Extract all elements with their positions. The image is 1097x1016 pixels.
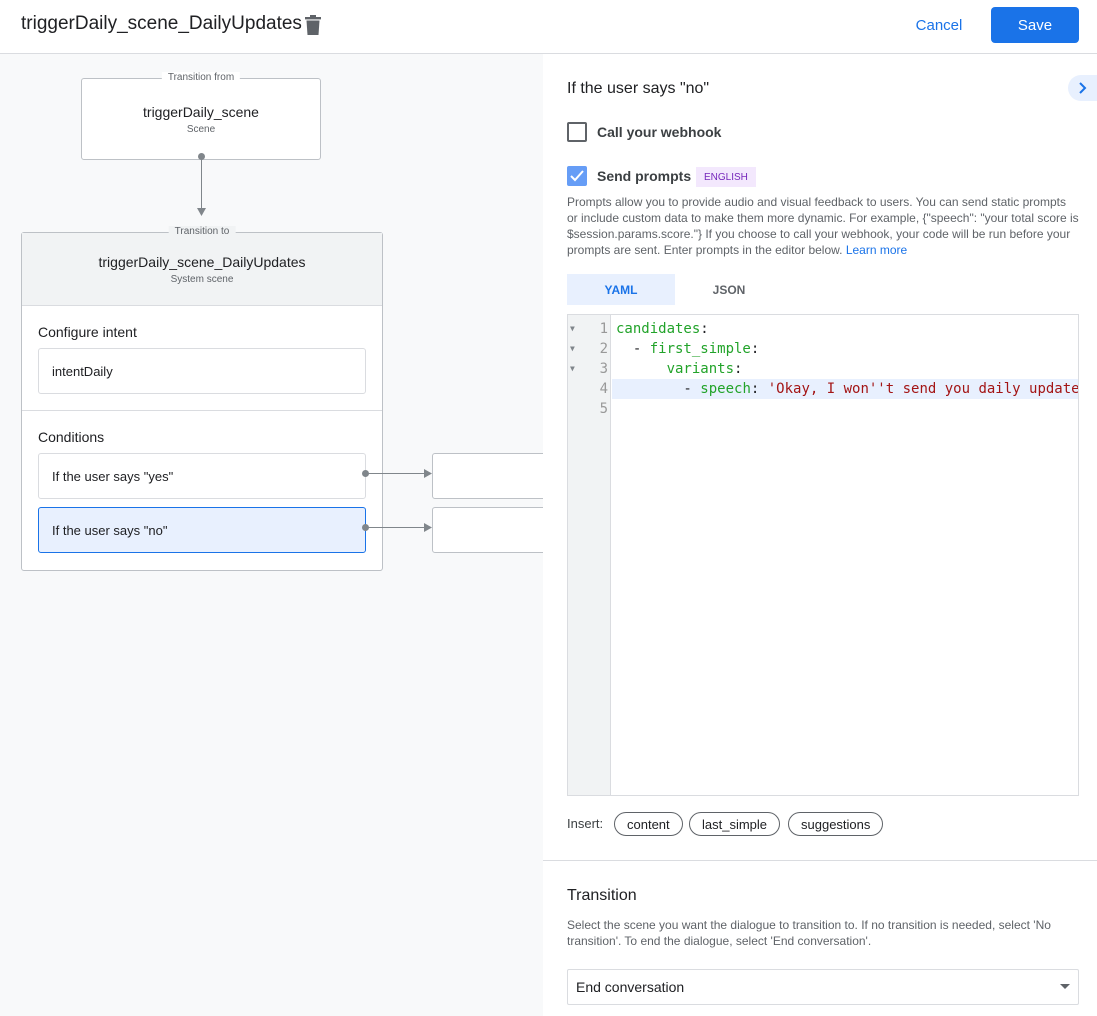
connector-dot bbox=[362, 524, 369, 531]
divider bbox=[22, 410, 382, 411]
chevron-right-icon bbox=[1079, 82, 1087, 94]
from-scene-type: Scene bbox=[186, 124, 216, 135]
punct: : bbox=[750, 341, 760, 357]
yaml-string: 'Okay, I won''t send you daily update bbox=[767, 381, 1079, 397]
connector-line bbox=[366, 473, 426, 474]
transition-description: Select the scene you want the dialogue t… bbox=[567, 918, 1051, 948]
fold-icon[interactable]: ▼ bbox=[570, 344, 575, 353]
collapse-panel-button[interactable] bbox=[1068, 75, 1097, 101]
connector-line bbox=[201, 158, 202, 210]
yaml-key: speech bbox=[700, 381, 751, 397]
punct: : bbox=[734, 361, 743, 377]
description-text: Prompts allow you to provide audio and v… bbox=[567, 195, 1079, 257]
dropdown-arrow-icon bbox=[1060, 984, 1070, 989]
line-number: 1 bbox=[599, 321, 608, 337]
scene-title: triggerDaily_scene_DailyUpdates bbox=[21, 13, 302, 34]
code-line: ▼ 3 variants: bbox=[568, 359, 1078, 379]
divider bbox=[543, 860, 1097, 861]
code-line: ▼ 2 - first_simple: bbox=[568, 339, 1078, 359]
language-badge: ENGLISH bbox=[696, 167, 756, 187]
insert-suggestions-chip[interactable]: suggestions bbox=[788, 812, 884, 836]
connector-dot bbox=[198, 153, 205, 160]
line-number: 3 bbox=[599, 361, 608, 377]
punct: : bbox=[700, 321, 709, 337]
node-header: Transition to triggerDaily_scene_DailyUp… bbox=[22, 226, 382, 306]
arrow-down-icon bbox=[197, 208, 206, 216]
save-button[interactable]: Save bbox=[991, 7, 1079, 43]
tab-yaml[interactable]: YAML bbox=[567, 274, 675, 305]
checkmark-icon bbox=[570, 170, 584, 182]
configure-intent-heading: Configure intent bbox=[38, 324, 137, 340]
arrow-right-icon bbox=[424, 523, 432, 532]
transition-from-label: Transition from bbox=[161, 72, 241, 83]
transition-select[interactable]: End conversation bbox=[567, 969, 1079, 1005]
line-number: 2 bbox=[599, 341, 608, 357]
line-number: 4 bbox=[599, 381, 608, 397]
arrow-right-icon bbox=[424, 469, 432, 478]
insert-content-chip[interactable]: content bbox=[614, 812, 683, 836]
indent: - bbox=[616, 381, 701, 397]
connector-line bbox=[366, 527, 426, 528]
code-line: 5 bbox=[568, 399, 1078, 419]
webhook-label: Call your webhook bbox=[597, 124, 722, 140]
conditions-heading: Conditions bbox=[38, 429, 105, 445]
prompts-description: Prompts allow you to provide audio and v… bbox=[567, 194, 1079, 258]
insert-last-simple-chip[interactable]: last_simple bbox=[689, 812, 781, 836]
transition-selected-value: End conversation bbox=[576, 979, 685, 995]
yaml-key: first_simple bbox=[649, 341, 751, 357]
transition-heading: Transition bbox=[567, 887, 637, 904]
flow-canvas: Transition from triggerDaily_scene Scene… bbox=[0, 54, 552, 1016]
target-node-no[interactable] bbox=[432, 507, 552, 553]
from-scene-name: triggerDaily_scene bbox=[143, 104, 259, 120]
condition-no[interactable]: If the user says "no" bbox=[38, 507, 366, 553]
punct: : bbox=[750, 381, 768, 397]
insert-label: Insert: bbox=[567, 816, 604, 831]
to-scene-type: System scene bbox=[170, 274, 234, 285]
active-line-highlight bbox=[612, 379, 1078, 399]
webhook-checkbox[interactable] bbox=[567, 122, 587, 142]
to-scene-name: triggerDaily_scene_DailyUpdates bbox=[98, 254, 306, 270]
connector-dot bbox=[362, 470, 369, 477]
tab-json[interactable]: JSON bbox=[712, 282, 746, 297]
target-node-yes[interactable] bbox=[432, 453, 552, 499]
transition-from-node[interactable]: Transition from triggerDaily_scene Scene bbox=[81, 72, 321, 160]
delete-icon[interactable] bbox=[305, 15, 321, 35]
line-number: 5 bbox=[599, 401, 608, 417]
transition-to-label: Transition to bbox=[168, 226, 236, 237]
fold-icon[interactable]: ▼ bbox=[570, 364, 575, 373]
condition-panel: If the user says "no" Call your webhook … bbox=[543, 54, 1097, 1016]
editor-gutter bbox=[568, 315, 611, 795]
indent bbox=[616, 361, 667, 377]
send-prompts-checkbox[interactable] bbox=[567, 166, 587, 186]
cancel-button[interactable]: Cancel bbox=[915, 16, 963, 34]
learn-more-link[interactable]: Learn more bbox=[845, 243, 908, 257]
panel-title: If the user says "no" bbox=[567, 80, 710, 97]
yaml-key: candidates bbox=[616, 321, 701, 337]
code-editor[interactable]: ▼ 1 candidates: ▼ 2 - first_simple: ▼ 3 vari… bbox=[567, 314, 1079, 796]
editor-lines: ▼ 1 candidates: ▼ 2 - first_simple: ▼ 3 vari… bbox=[568, 319, 1079, 419]
condition-yes[interactable]: If the user says "yes" bbox=[38, 453, 366, 499]
send-prompts-label: Send prompts bbox=[597, 168, 692, 184]
yaml-key: variants bbox=[666, 361, 735, 377]
indent: - bbox=[616, 341, 650, 357]
code-line: 4 - speech: 'Okay, I won''t send you dai… bbox=[568, 379, 1079, 399]
transition-to-node: Transition to triggerDaily_scene_DailyUp… bbox=[21, 226, 383, 571]
header: triggerDaily_scene_DailyUpdates Cancel S… bbox=[0, 0, 1097, 54]
fold-icon[interactable]: ▼ bbox=[570, 324, 575, 333]
intent-item[interactable]: intentDaily bbox=[38, 348, 366, 394]
code-line: ▼ 1 candidates: bbox=[568, 319, 1078, 339]
